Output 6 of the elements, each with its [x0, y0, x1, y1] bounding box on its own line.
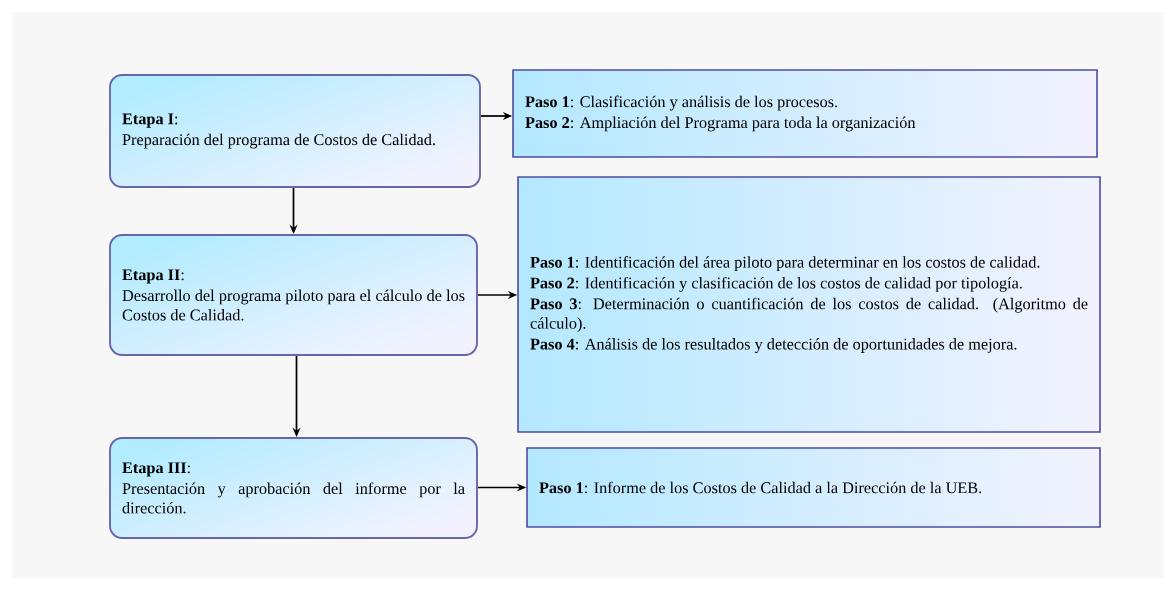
step-box: Paso 1: Informe de los Costos de Calidad a la Dirección de la UEB. — [526, 447, 1101, 528]
stage-box: Etapa I: Preparación del programa de Costos de Calidad. — [109, 74, 481, 188]
stage-box: Etapa II: Desarrollo del programa piloto para el cálculo de los Costos de Calidad. — [109, 234, 478, 356]
step-box: Paso 1: Clasificación y análisis de los procesos. Paso 2: Ampliación del Programa para toda la organización — [512, 69, 1098, 158]
stage-box: Etapa III: Presentación y aprobación del informe por la dirección. — [109, 437, 478, 539]
step-box: Paso 1: Identificación del área piloto para determinar en los costos de calidad. Paso 2: Identificación y clasificación de los costos de calidad por tipología. Paso 3: Determinación o cuantificación de los costos de calidad. (Algoritmo de cálculo). Paso 4: Análisis de los resultados y detección de oportunidades de mejora. — [517, 176, 1101, 433]
